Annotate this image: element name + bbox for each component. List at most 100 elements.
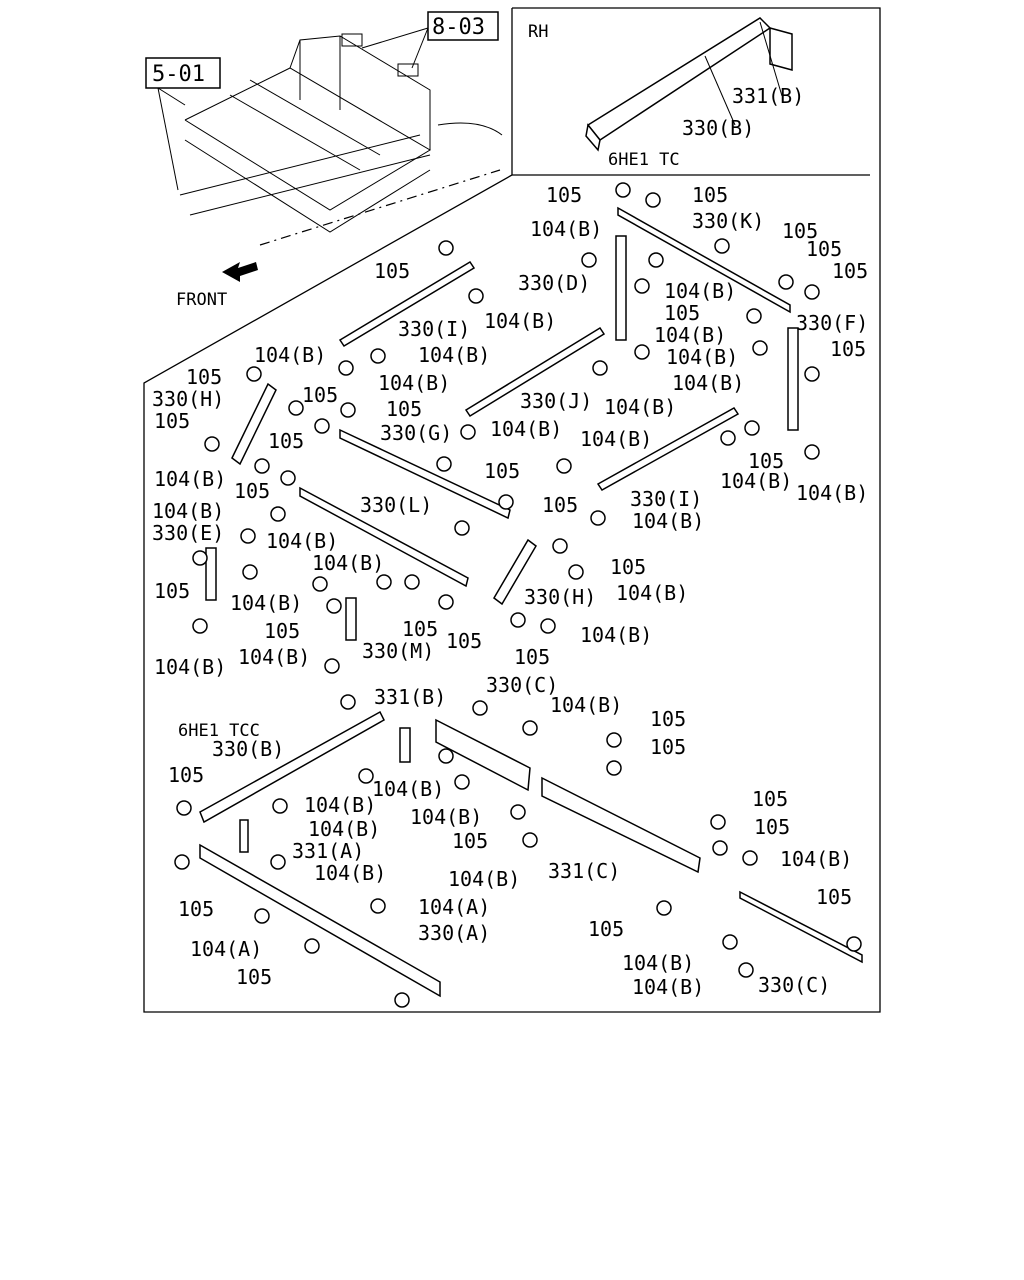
- callout[interactable]: 104(B): [314, 861, 386, 885]
- callout[interactable]: 104(A): [190, 937, 262, 961]
- callout[interactable]: 105: [664, 301, 700, 325]
- callout[interactable]: 105: [542, 493, 578, 517]
- callout[interactable]: 104(B): [632, 975, 704, 999]
- variant-label: 6HE1 TCC: [178, 721, 260, 741]
- callout[interactable]: 105: [302, 383, 338, 407]
- callout[interactable]: 104(B): [796, 481, 868, 505]
- callout[interactable]: 105: [588, 917, 624, 941]
- callout[interactable]: 104(B): [266, 529, 338, 553]
- callout[interactable]: 105: [514, 645, 550, 669]
- callout[interactable]: 105: [830, 337, 866, 361]
- callout[interactable]: 105: [806, 237, 842, 261]
- callout[interactable]: 105: [748, 449, 784, 473]
- callout[interactable]: 105: [452, 829, 488, 853]
- callout[interactable]: 105: [752, 787, 788, 811]
- leader: [157, 87, 186, 106]
- vehicle-frame-overview: [179, 33, 503, 246]
- callout[interactable]: 105: [268, 429, 304, 453]
- callout[interactable]: 105: [154, 579, 190, 603]
- callout[interactable]: 104(B): [418, 343, 490, 367]
- callout[interactable]: 104(B): [654, 323, 726, 347]
- callout[interactable]: 330(H): [524, 585, 596, 609]
- callout[interactable]: 105: [264, 619, 300, 643]
- callout[interactable]: 331(C): [548, 859, 620, 883]
- callout[interactable]: 105: [610, 555, 646, 579]
- callout[interactable]: 104(B): [308, 817, 380, 841]
- callout[interactable]: 331(A): [292, 839, 364, 863]
- callout[interactable]: 105: [832, 259, 868, 283]
- callout[interactable]: 330(J): [520, 389, 592, 413]
- frame-members: [199, 206, 863, 998]
- callout[interactable]: 105: [386, 397, 422, 421]
- callout[interactable]: 105: [782, 219, 818, 243]
- callout[interactable]: 104(B): [230, 591, 302, 615]
- callout[interactable]: 330(C): [758, 973, 830, 997]
- callout[interactable]: 104(B): [622, 951, 694, 975]
- callout[interactable]: 105: [484, 459, 520, 483]
- callout[interactable]: 104(B): [254, 343, 326, 367]
- callout[interactable]: 105: [374, 259, 410, 283]
- callout[interactable]: 104(B): [238, 645, 310, 669]
- reference-box-8-03[interactable]: 8-03: [427, 11, 499, 41]
- callout[interactable]: 104(B): [664, 279, 736, 303]
- front-label: FRONT: [176, 290, 227, 310]
- callout[interactable]: 104(A): [418, 895, 490, 919]
- callout[interactable]: 330(D): [518, 271, 590, 295]
- callout[interactable]: 104(B): [154, 655, 226, 679]
- callout[interactable]: 104(B): [484, 309, 556, 333]
- callout[interactable]: 330(M): [362, 639, 434, 663]
- callout[interactable]: 330(H): [152, 387, 224, 411]
- callout[interactable]: 331(B): [732, 84, 804, 108]
- leader: [411, 27, 429, 69]
- callout[interactable]: 104(B): [616, 581, 688, 605]
- callout[interactable]: 330(F): [796, 311, 868, 335]
- reference-box-5-01[interactable]: 5-01: [145, 57, 221, 89]
- callout[interactable]: 104(B): [580, 427, 652, 451]
- callout[interactable]: 104(B): [672, 371, 744, 395]
- callout[interactable]: 104(B): [666, 345, 738, 369]
- callout[interactable]: 330(A): [418, 921, 490, 945]
- callout[interactable]: 330(B): [682, 116, 754, 140]
- callout[interactable]: 104(B): [410, 805, 482, 829]
- callout[interactable]: 330(L): [360, 493, 432, 517]
- callout[interactable]: 104(B): [154, 467, 226, 491]
- callout[interactable]: 330(G): [380, 421, 452, 445]
- callout[interactable]: 105: [692, 183, 728, 207]
- callout[interactable]: 330(K): [692, 209, 764, 233]
- callout[interactable]: 104(B): [720, 469, 792, 493]
- callout[interactable]: 331(B): [374, 685, 446, 709]
- callout[interactable]: 104(B): [448, 867, 520, 891]
- callout[interactable]: 105: [402, 617, 438, 641]
- callout[interactable]: 330(C): [486, 673, 558, 697]
- callout[interactable]: 104(B): [312, 551, 384, 575]
- fasteners: [174, 182, 862, 1008]
- callout[interactable]: 105: [650, 735, 686, 759]
- callout[interactable]: 104(B): [604, 395, 676, 419]
- callout[interactable]: 105: [754, 815, 790, 839]
- callout[interactable]: 105: [650, 707, 686, 731]
- callout[interactable]: 105: [446, 629, 482, 653]
- callout[interactable]: 104(B): [304, 793, 376, 817]
- callout[interactable]: 105: [178, 897, 214, 921]
- callout[interactable]: 104(B): [372, 777, 444, 801]
- callout[interactable]: 330(I): [398, 317, 470, 341]
- callout[interactable]: 104(B): [632, 509, 704, 533]
- callout[interactable]: 104(B): [530, 217, 602, 241]
- callout[interactable]: 330(E): [152, 521, 224, 545]
- callout[interactable]: 104(B): [152, 499, 224, 523]
- callout[interactable]: 105: [546, 183, 582, 207]
- callout[interactable]: 104(B): [780, 847, 852, 871]
- callout[interactable]: 330(I): [630, 487, 702, 511]
- callout[interactable]: 105: [154, 409, 190, 433]
- callout[interactable]: 105: [236, 965, 272, 989]
- callout[interactable]: 104(B): [378, 371, 450, 395]
- callout[interactable]: 104(B): [580, 623, 652, 647]
- callout[interactable]: 104(B): [490, 417, 562, 441]
- callout[interactable]: 105: [234, 479, 270, 503]
- inset-rh: RH 331(B) 330(B) 6HE1 TC: [528, 17, 804, 170]
- callout[interactable]: 104(B): [550, 693, 622, 717]
- callout[interactable]: 105: [168, 763, 204, 787]
- callout[interactable]: 330(B): [212, 737, 284, 761]
- callout[interactable]: 105: [816, 885, 852, 909]
- callout[interactable]: 105: [186, 365, 222, 389]
